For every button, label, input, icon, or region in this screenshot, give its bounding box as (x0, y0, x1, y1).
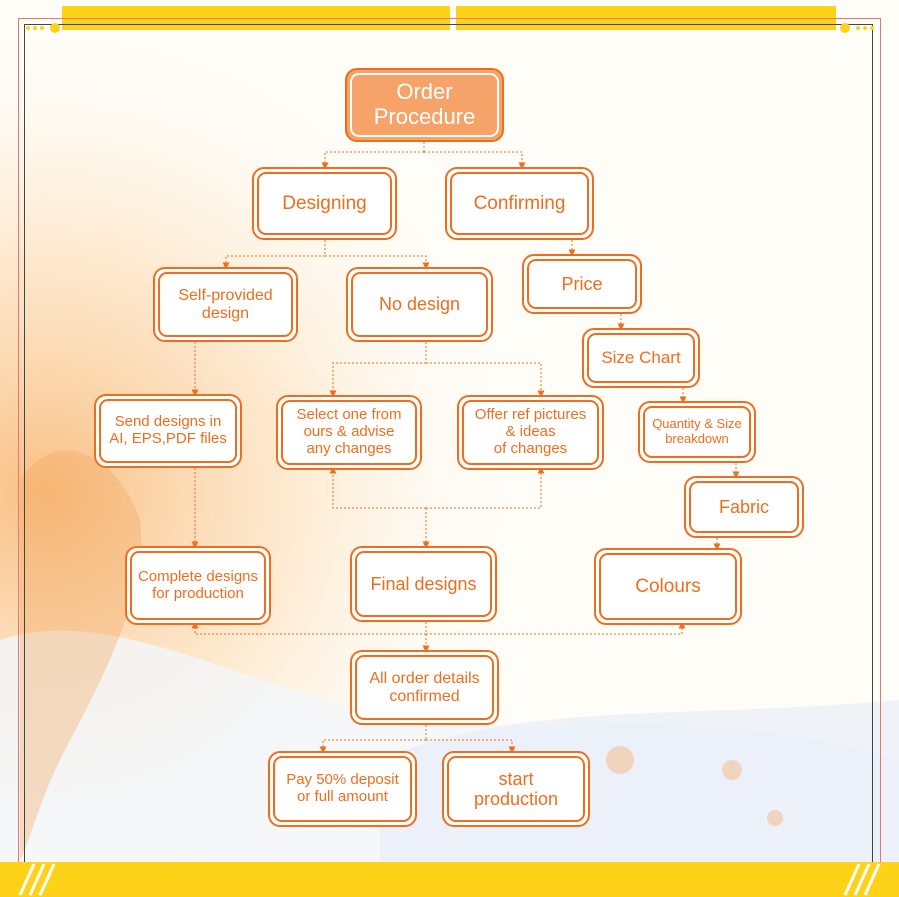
node-confirming: Confirming (445, 167, 594, 240)
node-start-production: start production (442, 751, 590, 827)
node-price: Price (522, 254, 642, 314)
bottom-bar (0, 862, 899, 897)
node-no-design: No design (346, 267, 493, 342)
inner-frame (24, 24, 873, 886)
node-quantity-size: Quantity & Size breakdown (638, 401, 756, 463)
node-send-designs: Send designs in AI, EPS,PDF files (94, 394, 242, 468)
node-complete-designs: Complete designs for production (125, 546, 271, 625)
node-offer-ref: Offer ref pictures & ideas of changes (457, 395, 604, 470)
node-size-chart: Size Chart (582, 328, 700, 388)
node-self-provided-design: Self-provided design (153, 267, 298, 342)
node-fabric: Fabric (684, 476, 804, 538)
node-order-procedure: Order Procedure (345, 68, 504, 142)
node-pay-deposit: Pay 50% deposit or full amount (268, 751, 417, 827)
node-all-order-details: All order details confirmed (350, 650, 499, 725)
node-final-designs: Final designs (350, 546, 497, 622)
node-colours: Colours (594, 548, 742, 625)
node-select-one: Select one from ours & advise any change… (276, 395, 422, 470)
node-designing: Designing (252, 167, 397, 240)
